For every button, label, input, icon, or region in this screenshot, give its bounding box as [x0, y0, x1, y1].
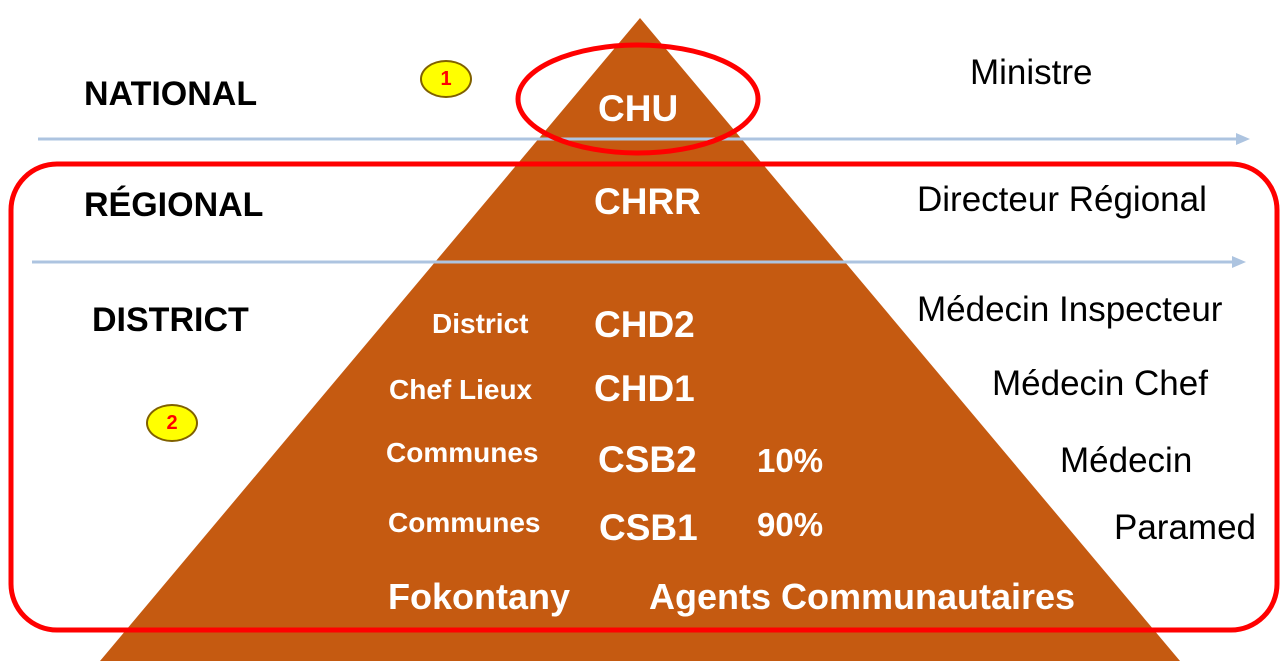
label-chd2: CHD2 — [594, 304, 695, 345]
role-paramed: Paramed — [1114, 508, 1257, 547]
role-directeur-regional: Directeur Régional — [917, 180, 1207, 219]
role-medecin-inspecteur: Médecin Inspecteur — [917, 290, 1223, 329]
level-regional: RÉGIONAL — [84, 186, 264, 224]
label-chu: CHU — [598, 88, 679, 129]
label-communes-csb1: Communes — [388, 507, 541, 538]
divider-arrowhead-bottom — [1232, 256, 1246, 268]
label-communes-csb2: Communes — [386, 437, 539, 468]
national-highlight-ellipse — [515, 42, 761, 156]
label-agents-communautaires: Agents Communautaires — [649, 576, 1076, 617]
role-ministre: Ministre — [970, 53, 1093, 92]
regional-district-highlight-box — [8, 161, 1280, 633]
label-chd1: CHD1 — [594, 368, 695, 409]
health-pyramid — [100, 18, 1180, 661]
role-medecin-chef: Médecin Chef — [992, 364, 1208, 403]
badge-2: 2 — [146, 404, 198, 442]
badge-1: 1 — [420, 60, 472, 98]
pct-csb1: 90% — [757, 506, 824, 543]
label-csb1: CSB1 — [599, 507, 698, 548]
label-chrr: CHRR — [594, 181, 701, 222]
label-csb2: CSB2 — [598, 439, 697, 480]
label-district-tier: District — [432, 308, 529, 339]
level-district: DISTRICT — [92, 301, 249, 339]
label-fokontany: Fokontany — [388, 576, 571, 617]
label-chef-lieux: Chef Lieux — [389, 374, 533, 405]
role-medecin: Médecin — [1060, 441, 1193, 480]
divider-arrowhead-top — [1236, 133, 1250, 145]
pct-csb2: 10% — [757, 442, 824, 479]
level-national: NATIONAL — [84, 75, 258, 113]
